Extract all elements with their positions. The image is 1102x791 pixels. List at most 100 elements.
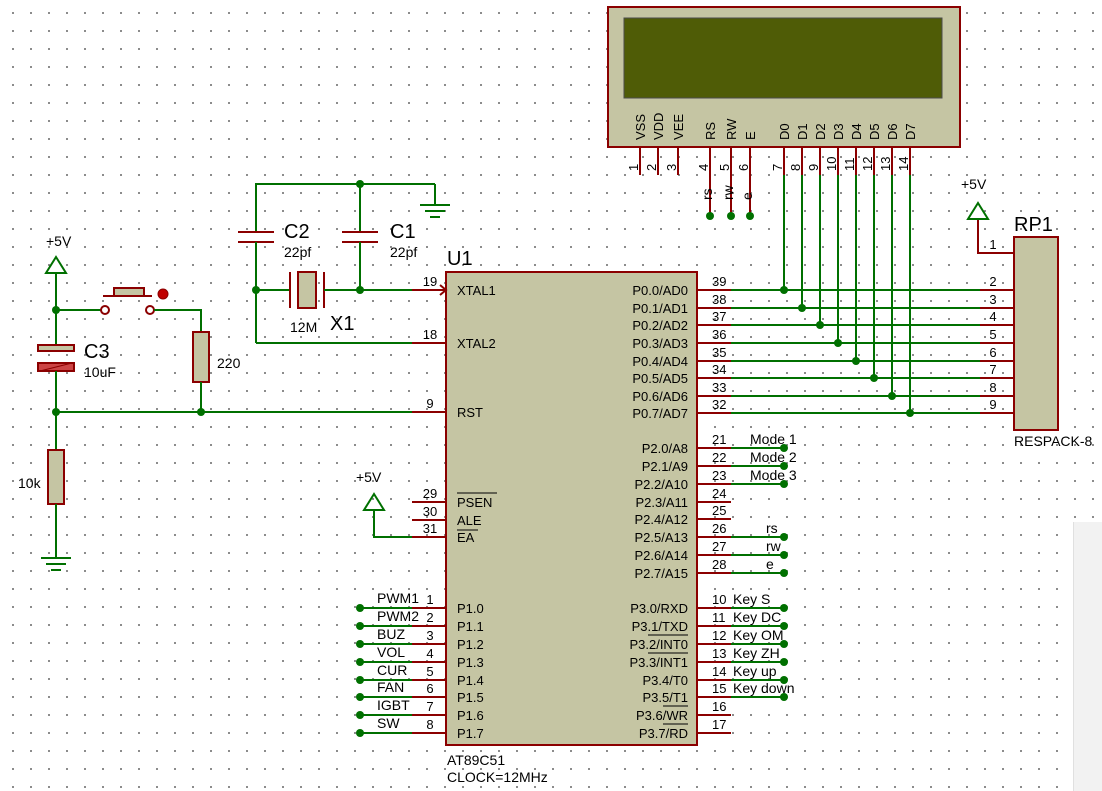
u1-net-8: SW	[377, 715, 400, 731]
lcd-pin-num-11: 11	[842, 158, 857, 172]
u1-net-label-28: e	[766, 556, 774, 572]
u1-pin-num-35: 35	[712, 345, 726, 360]
u1-pin-num-10: 10	[712, 592, 726, 607]
oscillator-section[interactable]: C2 22pf C1 22pf 12M X1	[238, 180, 450, 344]
u1-pin-num-9: 9	[426, 396, 433, 411]
lcd-net-e: e	[739, 192, 755, 200]
reset-section[interactable]: +5V 220 C3 10uF 10k	[18, 233, 412, 571]
u1-pin-name-32: P0.7/AD7	[632, 406, 688, 421]
u1-pin-num-2: 2	[426, 610, 433, 625]
u1-pin-num-16: 16	[712, 699, 726, 714]
u1-pin-num-32: 32	[712, 397, 726, 412]
u1-pin-num-1: 1	[426, 592, 433, 607]
u1-pin-name-18: XTAL2	[457, 336, 496, 351]
u1-pin-name-8: P1.7	[457, 726, 484, 741]
u1-pin-name-36: P0.3/AD3	[632, 336, 688, 351]
u1-net-label-27: rw	[766, 538, 782, 554]
r10k-value: 10k	[18, 475, 42, 491]
lcd-pin-name-VDD: VDD	[651, 113, 666, 140]
c3-value: 10uF	[84, 364, 116, 380]
x1-value: 12M	[290, 319, 317, 335]
u1-pin-num-26: 26	[712, 521, 726, 536]
lcd-pin-name-D4: D4	[849, 123, 864, 140]
lcd-pin-name-RW: RW	[724, 118, 739, 140]
lcd-pin-num-5: 5	[717, 164, 732, 171]
u1-pin-name-24: P2.3/A11	[635, 495, 688, 510]
rp1-part: RESPACK-8	[1014, 433, 1093, 449]
u1-pin-num-6: 6	[426, 681, 433, 696]
lcd-module[interactable]: VSS1VDD2VEE3RS4RW5E6D07D18D29D310D411D51…	[607, 6, 961, 175]
u1-pin-name-13: P3.3/INT1	[629, 655, 688, 670]
power-ea-label: +5V	[356, 469, 382, 485]
lcd-pin-num-7: 7	[770, 164, 785, 171]
u1-pin-num-24: 24	[712, 486, 726, 501]
u1-pin-num-27: 27	[712, 539, 726, 554]
lcd-pin-num-4: 4	[696, 164, 711, 171]
u1-pin-num-23: 23	[712, 468, 726, 483]
rp1-pin-8: 8	[989, 380, 996, 395]
rp1-pin-3: 3	[989, 292, 996, 307]
rp1-ref: RP1	[1014, 214, 1053, 236]
power-left-label: +5V	[46, 233, 72, 249]
lcd-pin-name-D1: D1	[795, 123, 810, 140]
r220-value: 220	[217, 355, 241, 371]
u1-clock: CLOCK=12MHz	[447, 769, 548, 785]
rp1-pin-1: 1	[989, 237, 996, 252]
vertical-scrollbar[interactable]	[1073, 522, 1102, 791]
lcd-pin-num-1: 1	[626, 164, 641, 171]
u1-pin-name-6: P1.5	[457, 690, 484, 705]
u1-pin-num-5: 5	[426, 664, 433, 679]
c2-ref: C2	[284, 221, 310, 243]
u1-pin-name-12: P3.2/INT0	[629, 637, 688, 652]
u1-pin-num-8: 8	[426, 717, 433, 732]
lcd-pin-name-VEE: VEE	[671, 114, 686, 140]
u1-net-label-26: rs	[766, 520, 778, 536]
u1-pin-num-12: 12	[712, 628, 726, 643]
u1-pin-num-14: 14	[712, 664, 726, 679]
u1-pin-name-25: P2.4/A12	[635, 512, 689, 527]
u1-pin-name-35: P0.4/AD4	[632, 354, 688, 369]
u1-pin-name-4: P1.3	[457, 655, 484, 670]
u1-pin-num-33: 33	[712, 380, 726, 395]
u1-pin-num-38: 38	[712, 292, 726, 307]
u1-pin-num-36: 36	[712, 327, 726, 342]
u1-net-5: CUR	[377, 662, 407, 678]
u1-pin-name-7: P1.6	[457, 708, 484, 723]
u1-pin-name-33: P0.6/AD6	[632, 389, 688, 404]
u1-part: AT89C51	[447, 752, 505, 768]
u1-microcontroller[interactable]: U1 AT89C51 CLOCK=12MHz 19XTAL118XTAL29RS…	[377, 248, 731, 785]
lcd-net-rw: rw	[720, 184, 736, 200]
lcd-pin-num-3: 3	[664, 164, 679, 171]
rp1-power-arrow	[966, 201, 990, 220]
u1-pin-name-29: PSEN	[457, 495, 492, 510]
lcd-pin-name-E: E	[743, 131, 758, 140]
u1-pin-num-29: 29	[423, 486, 437, 501]
u1-pin-name-21: P2.0/A8	[642, 441, 688, 456]
u1-net-label-21: Mode 1	[750, 431, 797, 447]
lcd-pin-name-D7: D7	[903, 123, 918, 140]
p1-net-dots	[356, 604, 412, 737]
rp1-pin-4: 4	[989, 309, 996, 324]
lcd-pin-num-14: 14	[896, 157, 911, 171]
lcd-control-nets: rs rw e	[699, 175, 755, 220]
u1-pin-num-31: 31	[423, 521, 437, 536]
u1-pin-name-2: P1.1	[457, 619, 484, 634]
u1-pin-name-17: P3.7/RD	[639, 726, 688, 741]
lcd-pin-num-10: 10	[824, 157, 839, 171]
c3-ref: C3	[84, 341, 110, 363]
u1-net-2: PWM2	[377, 608, 419, 624]
u1-pin-num-7: 7	[426, 699, 433, 714]
lcd-net-rs: rs	[699, 188, 715, 200]
u1-pin-name-19: XTAL1	[457, 283, 496, 298]
u1-pin-name-30: ALE	[457, 513, 482, 528]
u1-net-4: VOL	[377, 644, 405, 660]
u1-pin-name-3: P1.2	[457, 637, 484, 652]
lcd-pin-name-VSS: VSS	[633, 114, 648, 140]
u1-pin-num-17: 17	[712, 717, 726, 732]
lcd-pin-name-D2: D2	[813, 123, 828, 140]
rp1-pin-6: 6	[989, 345, 996, 360]
lcd-pin-name-D5: D5	[867, 123, 882, 140]
